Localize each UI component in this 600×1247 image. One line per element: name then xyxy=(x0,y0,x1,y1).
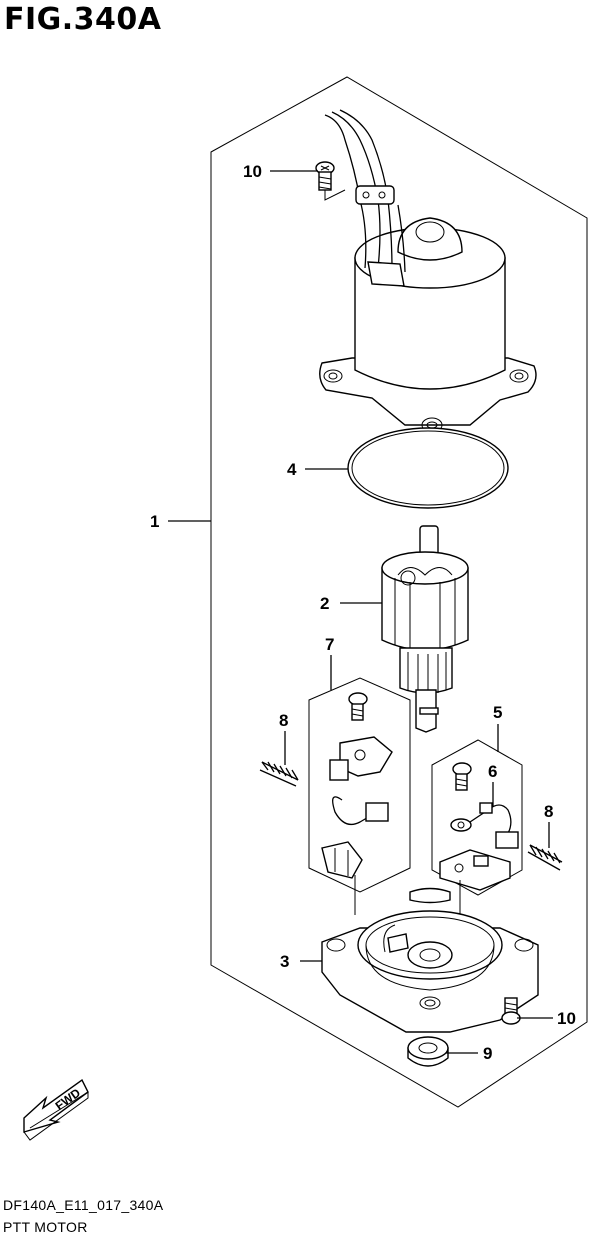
callout-1: 1 xyxy=(150,512,159,531)
diagram-code: DF140A_E11_017_340A xyxy=(3,1197,164,1213)
fwd-direction-arrow: FWD xyxy=(23,1078,89,1141)
washer-9 xyxy=(407,1036,449,1067)
screw-10-top xyxy=(315,161,335,191)
callout-2: 2 xyxy=(320,594,329,613)
leader-lines xyxy=(168,170,553,1054)
spring-8-right xyxy=(527,844,563,871)
callout-8-right: 8 xyxy=(544,802,553,821)
motor-housing xyxy=(319,109,537,433)
callout-10-bottom: 10 xyxy=(557,1009,576,1028)
o-ring-4 xyxy=(347,427,509,509)
diagram-name: PTT MOTOR xyxy=(3,1219,88,1235)
callout-5: 5 xyxy=(493,703,502,722)
callout-3: 3 xyxy=(280,952,289,971)
callout-10-top: 10 xyxy=(243,162,262,181)
assembly-outline xyxy=(210,76,588,1108)
callout-9: 9 xyxy=(483,1044,492,1063)
brush-kit-7 xyxy=(308,677,411,915)
figure-title: FIG.340A xyxy=(4,2,162,37)
spring-8-left xyxy=(259,761,299,787)
callout-8-left: 8 xyxy=(279,711,288,730)
armature-2 xyxy=(381,525,469,733)
end-cover-3 xyxy=(321,887,539,1033)
callout-7: 7 xyxy=(325,635,334,654)
screw-10-bottom xyxy=(501,997,521,1025)
callout-6: 6 xyxy=(488,762,497,781)
callout-4: 4 xyxy=(287,460,297,479)
